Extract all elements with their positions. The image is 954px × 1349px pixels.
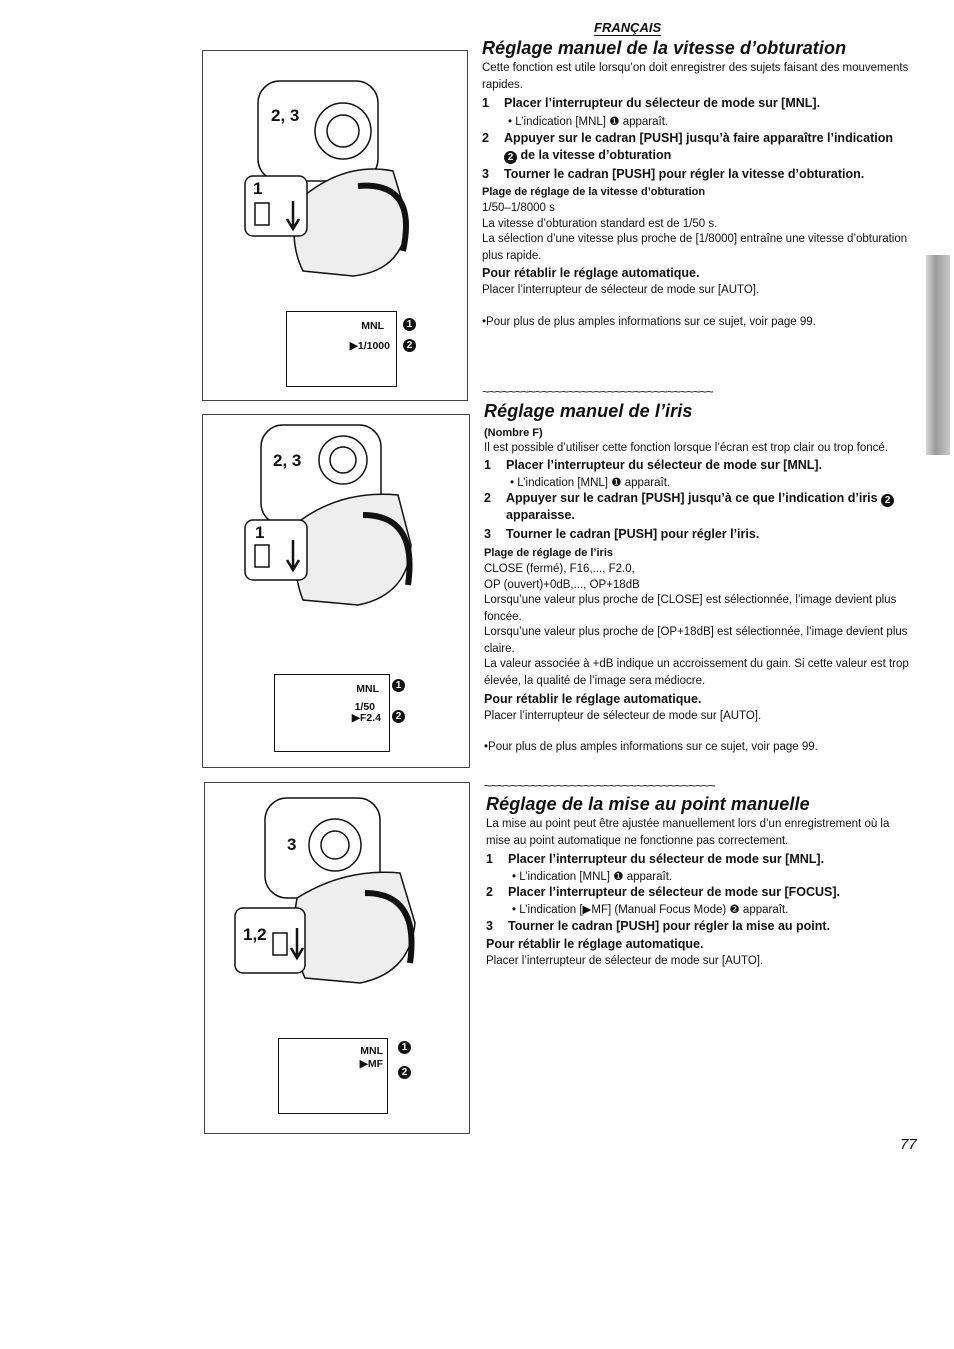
page-number: 77	[900, 1136, 917, 1153]
language-header: FRANÇAIS	[594, 20, 662, 36]
step-2-note-text: L’indication [▶MF] (Manual Focus Mode) ❷…	[519, 904, 789, 916]
more-info: •Pour plus de plus amples informations s…	[484, 741, 818, 753]
paragraph: La sélection d’une vitesse plus proche d…	[482, 233, 908, 262]
callout-two-icon: 2	[398, 1066, 411, 1079]
step-1-note-text: L’indication [MNL] ❶ apparaît.	[517, 477, 671, 489]
range-title: Plage de réglage de l’iris	[484, 547, 613, 559]
restore-text: Placer l’interrupteur de sélecteur de mo…	[486, 955, 764, 967]
paragraph: Lorsqu’une valeur plus proche de [OP+18d…	[484, 626, 908, 655]
callout-two-icon: 2	[504, 151, 517, 164]
screen-mf-text: ▶MF	[359, 1058, 383, 1070]
restore-text: Placer l’interrupteur de sélecteur de mo…	[482, 284, 760, 296]
range-title: Plage de réglage de la vitesse d’obturat…	[482, 186, 706, 198]
intro-text: Cette fonction est utile lorsqu’on doit …	[482, 62, 909, 91]
restore-title: Pour rétablir le réglage automatique.	[482, 266, 700, 280]
callout-two-icon: 2	[392, 710, 405, 723]
intro-text: Il est possible d’utiliser cette fonctio…	[484, 442, 888, 454]
dial-step-label: 3	[287, 835, 297, 854]
section-divider: ~~~~~~~~~~~~~~~~~~~~~~~~~~~~~~~~~~~	[482, 384, 714, 394]
edge-index-strip	[926, 255, 950, 455]
callout-one-icon: 1	[398, 1041, 411, 1054]
paragraph: Lorsqu’une valeur plus proche de [CLOSE]…	[484, 594, 897, 623]
callout-one-icon: 1	[392, 679, 405, 692]
step-2-note: • L’indication [▶MF] (Manual Focus Mode)…	[512, 904, 789, 916]
screen-iris-text: ▶F2.4	[351, 712, 381, 724]
step-1-text: Placer l’interrupteur du sélecteur de mo…	[506, 458, 823, 472]
step-2-text: Appuyer sur le cadran [PUSH] jusqu’à fai…	[504, 131, 893, 145]
camcorder-illustration	[244, 424, 413, 606]
restore-title: Pour rétablir le réglage automatique.	[484, 692, 702, 706]
section-title-shutter: Réglage manuel de la vitesse d’obturatio…	[482, 38, 847, 58]
range-value: 1/50–1/8000 s	[482, 202, 555, 214]
figure-panel-iris: 2, 3 1 MNL 1/50 ▶F2.4 1 2	[202, 414, 470, 768]
intro-text: La mise au point peut être ajustée manue…	[486, 818, 890, 847]
dial-step-label: 2, 3	[271, 106, 300, 125]
step-3-text: Tourner le cadran [PUSH] pour régler la …	[508, 919, 831, 933]
step-2: 2 Appuyer sur le cadran [PUSH] jusqu’à fa…	[482, 131, 893, 164]
figure-panel-focus: 3 1,2 MNL ▶MF 1 2	[204, 782, 470, 1134]
screen-mnl-text: MNL	[361, 320, 384, 332]
step-1-text: Placer l’interrupteur du sélecteur de mo…	[504, 96, 821, 110]
screen-shutter-text: ▶1/1000	[349, 340, 390, 352]
step-1-note-text: L’indication [MNL] ❶ apparaît.	[515, 116, 669, 128]
camcorder-illustration	[234, 797, 416, 984]
restore-title: Pour rétablir le réglage automatique.	[486, 937, 704, 951]
callout-two-icon: 2	[403, 339, 416, 352]
more-info: •Pour plus de plus amples informations s…	[482, 316, 816, 328]
section-title-focus: Réglage de la mise au point manuelle	[486, 794, 810, 814]
step-2-text: Placer l’interrupteur de sélecteur de mo…	[508, 885, 841, 899]
step-2-text-cont: de la vitesse d’obturation	[520, 148, 672, 162]
callout-one-icon: 1	[403, 318, 416, 331]
subtitle: (Nombre F)	[484, 427, 543, 439]
figure-panel-shutter: 2, 3 1 MNL ▶1/1000 1 2	[202, 50, 468, 401]
range-value: CLOSE (fermé), F16,..., F2.0,	[484, 563, 635, 575]
step-3-text: Tourner le cadran [PUSH] pour régler l’i…	[506, 527, 760, 541]
step-1-text: Placer l’interrupteur du sélecteur de mo…	[508, 852, 825, 866]
callout-two-icon: 2	[881, 494, 895, 507]
step-1-note-text: L’indication [MNL] ❶ apparaît.	[519, 871, 673, 883]
camcorder-illustration	[244, 80, 409, 277]
step-1-note: • L’indication [MNL] ❶ apparaît.	[512, 871, 673, 883]
step-1-note: • L’indication [MNL] ❶ apparaît.	[508, 116, 669, 128]
paragraph: La vitesse d’obturation standard est de …	[482, 218, 718, 230]
restore-text: Placer l’interrupteur de sélecteur de mo…	[484, 710, 762, 722]
viewfinder-screen: MNL ▶1/1000	[286, 311, 397, 387]
range-value: OP (ouvert)+0dB,..., OP+18dB	[484, 579, 640, 591]
switch-step-label: 1,2	[243, 925, 267, 944]
screen-shutter-text: 1/50	[354, 701, 375, 713]
paragraph: La valeur associée à +dB indique un accr…	[484, 658, 909, 687]
step-2-text: Appuyer sur le cadran [PUSH] jusqu’à ce …	[506, 491, 878, 505]
step-2-text-cont: apparaisse.	[506, 508, 575, 522]
screen-mnl-text: MNL	[356, 683, 379, 695]
screen-mnl-text: MNL	[360, 1045, 383, 1057]
step-1-note: • L’indication [MNL] ❶ apparaît.	[510, 477, 671, 489]
step-3-text: Tourner le cadran [PUSH] pour régler la …	[504, 167, 865, 181]
section-divider: ~~~~~~~~~~~~~~~~~~~~~~~~~~~~~~~~~~~	[484, 778, 716, 788]
section-title-iris: Réglage manuel de l’iris	[484, 401, 693, 421]
viewfinder-screen: MNL ▶MF	[278, 1038, 388, 1114]
dial-step-label: 2, 3	[273, 451, 302, 470]
switch-step-label: 1	[253, 179, 263, 198]
viewfinder-screen: MNL 1/50 ▶F2.4	[274, 674, 390, 752]
switch-step-label: 1	[255, 523, 265, 542]
